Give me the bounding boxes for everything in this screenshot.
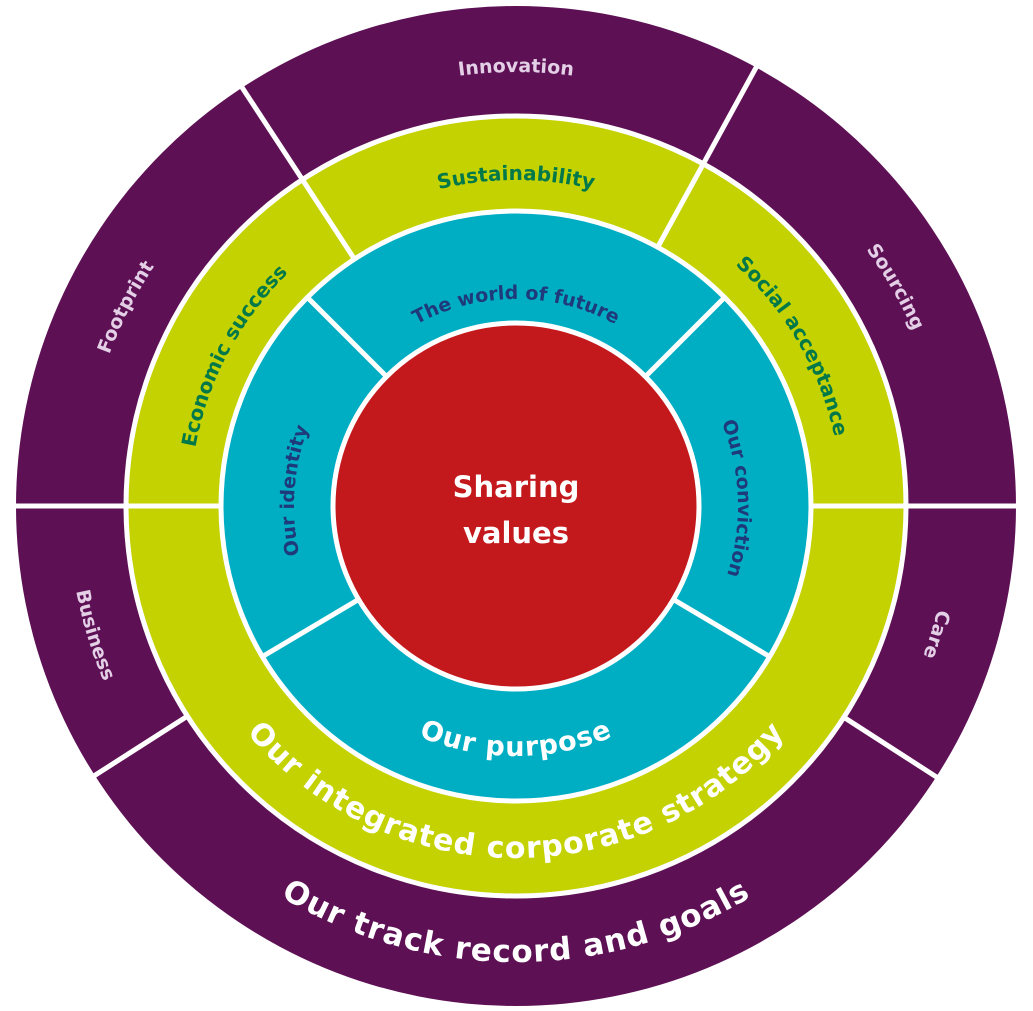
divider-innovation-footprint <box>239 84 357 261</box>
purpose-core-separator <box>330 320 702 692</box>
segment-label-innovation-text: Innovation <box>457 55 575 81</box>
segment-label-innovation: Innovation <box>457 55 575 81</box>
segment-dividers <box>14 64 1018 781</box>
core-circle <box>335 325 697 687</box>
divider-identity-purpose <box>261 597 360 659</box>
divider-conviction-purpose <box>672 597 771 659</box>
divider-innovation-sourcing <box>655 64 760 249</box>
divider-world-identity <box>305 295 389 379</box>
divider-footprint-business-lower <box>91 714 189 779</box>
divider-sourcing-care-lower <box>842 715 940 781</box>
core-label-line2: values <box>463 516 569 550</box>
core-label-line1: Sharing <box>453 470 580 504</box>
divider-world-conviction <box>643 295 727 379</box>
